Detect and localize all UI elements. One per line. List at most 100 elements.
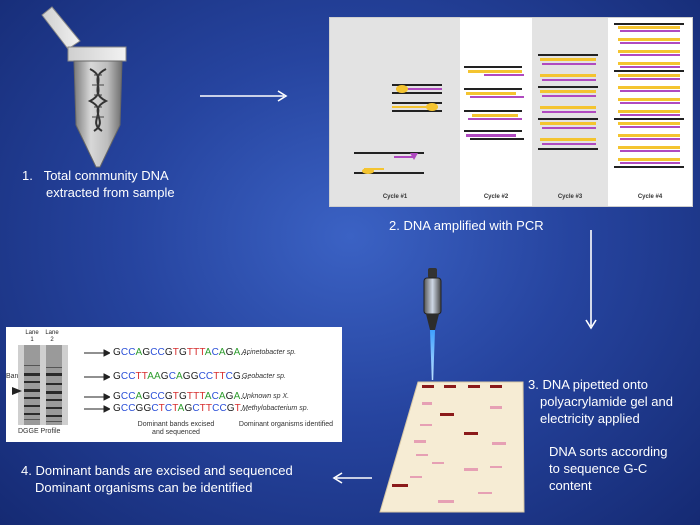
organism-row-3: Unknown sp X. bbox=[242, 393, 290, 400]
sequence-base: . bbox=[243, 391, 247, 402]
sequence-base: T bbox=[199, 347, 205, 358]
lane-1-label: Lane bbox=[25, 330, 39, 336]
step4-line2: Dominant organisms can be identified bbox=[35, 480, 253, 495]
lane-2-header: Lane 2 bbox=[44, 330, 60, 344]
excised-label-line2: and sequenced bbox=[152, 429, 200, 436]
step3-line2: polyacrylamide gel and bbox=[540, 394, 673, 409]
sequence-base: G bbox=[182, 371, 191, 382]
sequence-row-3: GCCAGCCGTGTTTACAGA... bbox=[113, 391, 249, 402]
sequence-base: C bbox=[168, 371, 177, 382]
sequence-base: G bbox=[135, 403, 144, 414]
cycle-label-2: Cycle #2 bbox=[483, 194, 509, 200]
sequence-base: G bbox=[143, 403, 152, 414]
sequence-base: T bbox=[219, 371, 226, 382]
dgge-gel-image bbox=[18, 345, 68, 425]
step3-line1: 3. DNA pipetted onto bbox=[528, 377, 648, 392]
dgge-figure: Lane 1 Lane 2 Band DGGE bbox=[6, 327, 342, 442]
sequence-base: G bbox=[190, 371, 199, 382]
lane-1-number: 1 bbox=[30, 337, 34, 343]
sequence-base: C bbox=[150, 347, 158, 358]
sequence-base: A bbox=[135, 391, 143, 402]
sequence-base: . bbox=[240, 391, 244, 402]
sequence-base: C bbox=[225, 371, 233, 382]
sequence-base: C bbox=[219, 403, 227, 414]
sequence-base: G bbox=[164, 391, 173, 402]
sequence-base: G bbox=[113, 391, 121, 402]
strand-pair bbox=[392, 84, 442, 94]
step3-note-line3: content bbox=[549, 478, 592, 493]
sequence-base: C bbox=[128, 403, 136, 414]
step1-line1: Total community DNA bbox=[43, 168, 169, 183]
lane-1-header: Lane 1 bbox=[24, 330, 40, 344]
sequence-base: G bbox=[178, 391, 187, 402]
step3-note: DNA sorts according to sequence G-C cont… bbox=[549, 443, 699, 494]
step3-note-line2: to sequence G-C bbox=[549, 461, 648, 476]
step3-line3: electricity applied bbox=[540, 411, 640, 426]
lane-2-number: 2 bbox=[50, 337, 54, 343]
sequence-base: T bbox=[199, 391, 205, 402]
sequence-base: T bbox=[172, 347, 179, 358]
sequence-base: G bbox=[226, 403, 235, 414]
arrow-down-icon bbox=[584, 228, 598, 332]
sequence-base: A bbox=[218, 391, 226, 402]
excised-label-line1: Dominant bands excised bbox=[137, 421, 215, 428]
sequence-base: G bbox=[113, 371, 121, 382]
sequence-base: C bbox=[157, 347, 165, 358]
sequence-base: G bbox=[113, 403, 121, 414]
sequence-base: G bbox=[113, 347, 121, 358]
step2-caption: 2. DNA amplified with PCR bbox=[389, 218, 544, 233]
sequence-base: A bbox=[218, 347, 226, 358]
excised-label: Dominant bands excised and sequenced bbox=[116, 421, 236, 437]
sequence-base: A bbox=[233, 347, 241, 358]
sequence-base: A bbox=[135, 347, 143, 358]
gel-slab bbox=[378, 380, 528, 520]
sequence-base: C bbox=[150, 391, 158, 402]
pipette-illustration bbox=[418, 268, 448, 393]
cycle-label-1: Cycle #1 bbox=[382, 194, 408, 200]
sequence-base: T bbox=[234, 403, 240, 414]
sequence-base: C bbox=[164, 403, 173, 414]
sequence-base: A bbox=[177, 403, 185, 414]
cycle-label-4: Cycle #4 bbox=[637, 194, 663, 200]
step3-caption: 3. DNA pipetted onto polyacrylamide gel … bbox=[528, 376, 698, 427]
sequence-base: C bbox=[120, 347, 129, 358]
pcr-column-4: Cycle #4 bbox=[608, 18, 692, 206]
identified-label: Dominant organisms identified bbox=[238, 421, 334, 428]
sequence-base: T bbox=[141, 371, 148, 382]
lane-2-label: Lane bbox=[45, 330, 59, 336]
sequence-base: G bbox=[225, 391, 234, 402]
sequence-base: A bbox=[233, 391, 241, 402]
arrow-right-icon bbox=[198, 89, 290, 103]
organism-row-4: Methylobacterium sp. bbox=[242, 405, 309, 412]
dna-tube-illustration bbox=[38, 5, 138, 175]
sequence-base: A bbox=[176, 371, 183, 382]
sequence-base: T bbox=[186, 347, 194, 358]
sequence-base: . bbox=[242, 403, 246, 414]
organism-row-1: Acinetobacter sp. bbox=[242, 349, 297, 356]
sequence-base: C bbox=[120, 371, 129, 382]
sequence-base: T bbox=[213, 371, 220, 382]
sequence-base: G bbox=[160, 371, 169, 382]
sequence-base: C bbox=[157, 391, 165, 402]
arrow-left-icon bbox=[330, 471, 374, 485]
sequence-base: C bbox=[128, 391, 136, 402]
step4-caption: 4. Dominant bands are excised and sequen… bbox=[21, 462, 341, 496]
sequence-base: C bbox=[192, 403, 200, 414]
sequence-base: . bbox=[243, 371, 247, 382]
sequence-base: . bbox=[240, 347, 244, 358]
gel-bands bbox=[392, 402, 506, 503]
sequence-base: C bbox=[211, 347, 219, 358]
sequence-row-1: GCCAGCCGTGTTTACAGA... bbox=[113, 347, 249, 358]
sequence-base: C bbox=[212, 403, 220, 414]
sequence-arrows bbox=[84, 349, 110, 413]
step1-line2: extracted from sample bbox=[46, 185, 175, 200]
sequence-base: T bbox=[205, 403, 213, 414]
sequence-base: A bbox=[204, 347, 212, 358]
band-label: Band bbox=[6, 373, 23, 380]
sequence-base: A bbox=[154, 371, 161, 382]
sequence-base: T bbox=[193, 347, 200, 358]
sequence-base: G bbox=[142, 347, 151, 358]
sequence-base: C bbox=[205, 371, 214, 382]
sequence-base: T bbox=[199, 403, 206, 414]
sequence-base: G bbox=[142, 391, 151, 402]
